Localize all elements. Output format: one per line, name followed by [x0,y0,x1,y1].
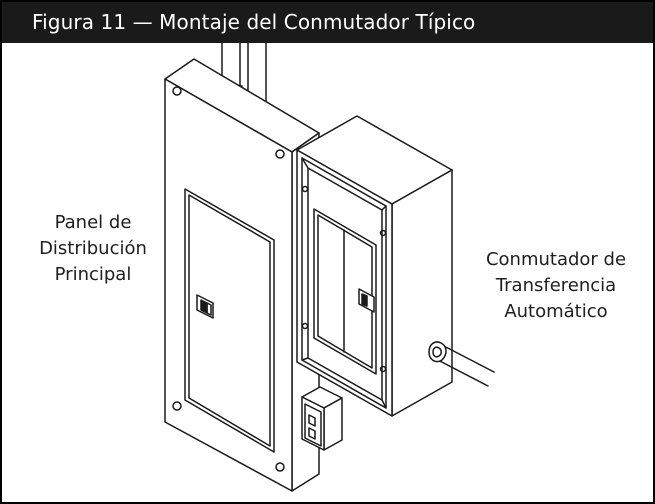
main-panel-label-line: Principal [54,264,132,285]
transfer-switch-label-line: Automático [504,301,608,322]
main-panel-label-line: Panel de [54,212,132,233]
receptacle-box [301,386,343,451]
figure-title: Figura 11 — Montaje del Conmutador Típic… [32,10,476,34]
transfer-switch [296,115,453,417]
side-conduit [428,341,495,387]
transfer-switch-label: Conmutador de Transferencia Automático [462,247,650,325]
figure-header: Figura 11 — Montaje del Conmutador Típic… [2,2,653,43]
transfer-switch-label-line: Transferencia [495,275,617,296]
transfer-switch-label-line: Conmutador de [485,249,627,270]
main-panel-label: Panel de Distribución Principal [14,210,172,288]
main-panel [164,58,320,492]
main-panel-label-line: Distribución [39,238,147,259]
